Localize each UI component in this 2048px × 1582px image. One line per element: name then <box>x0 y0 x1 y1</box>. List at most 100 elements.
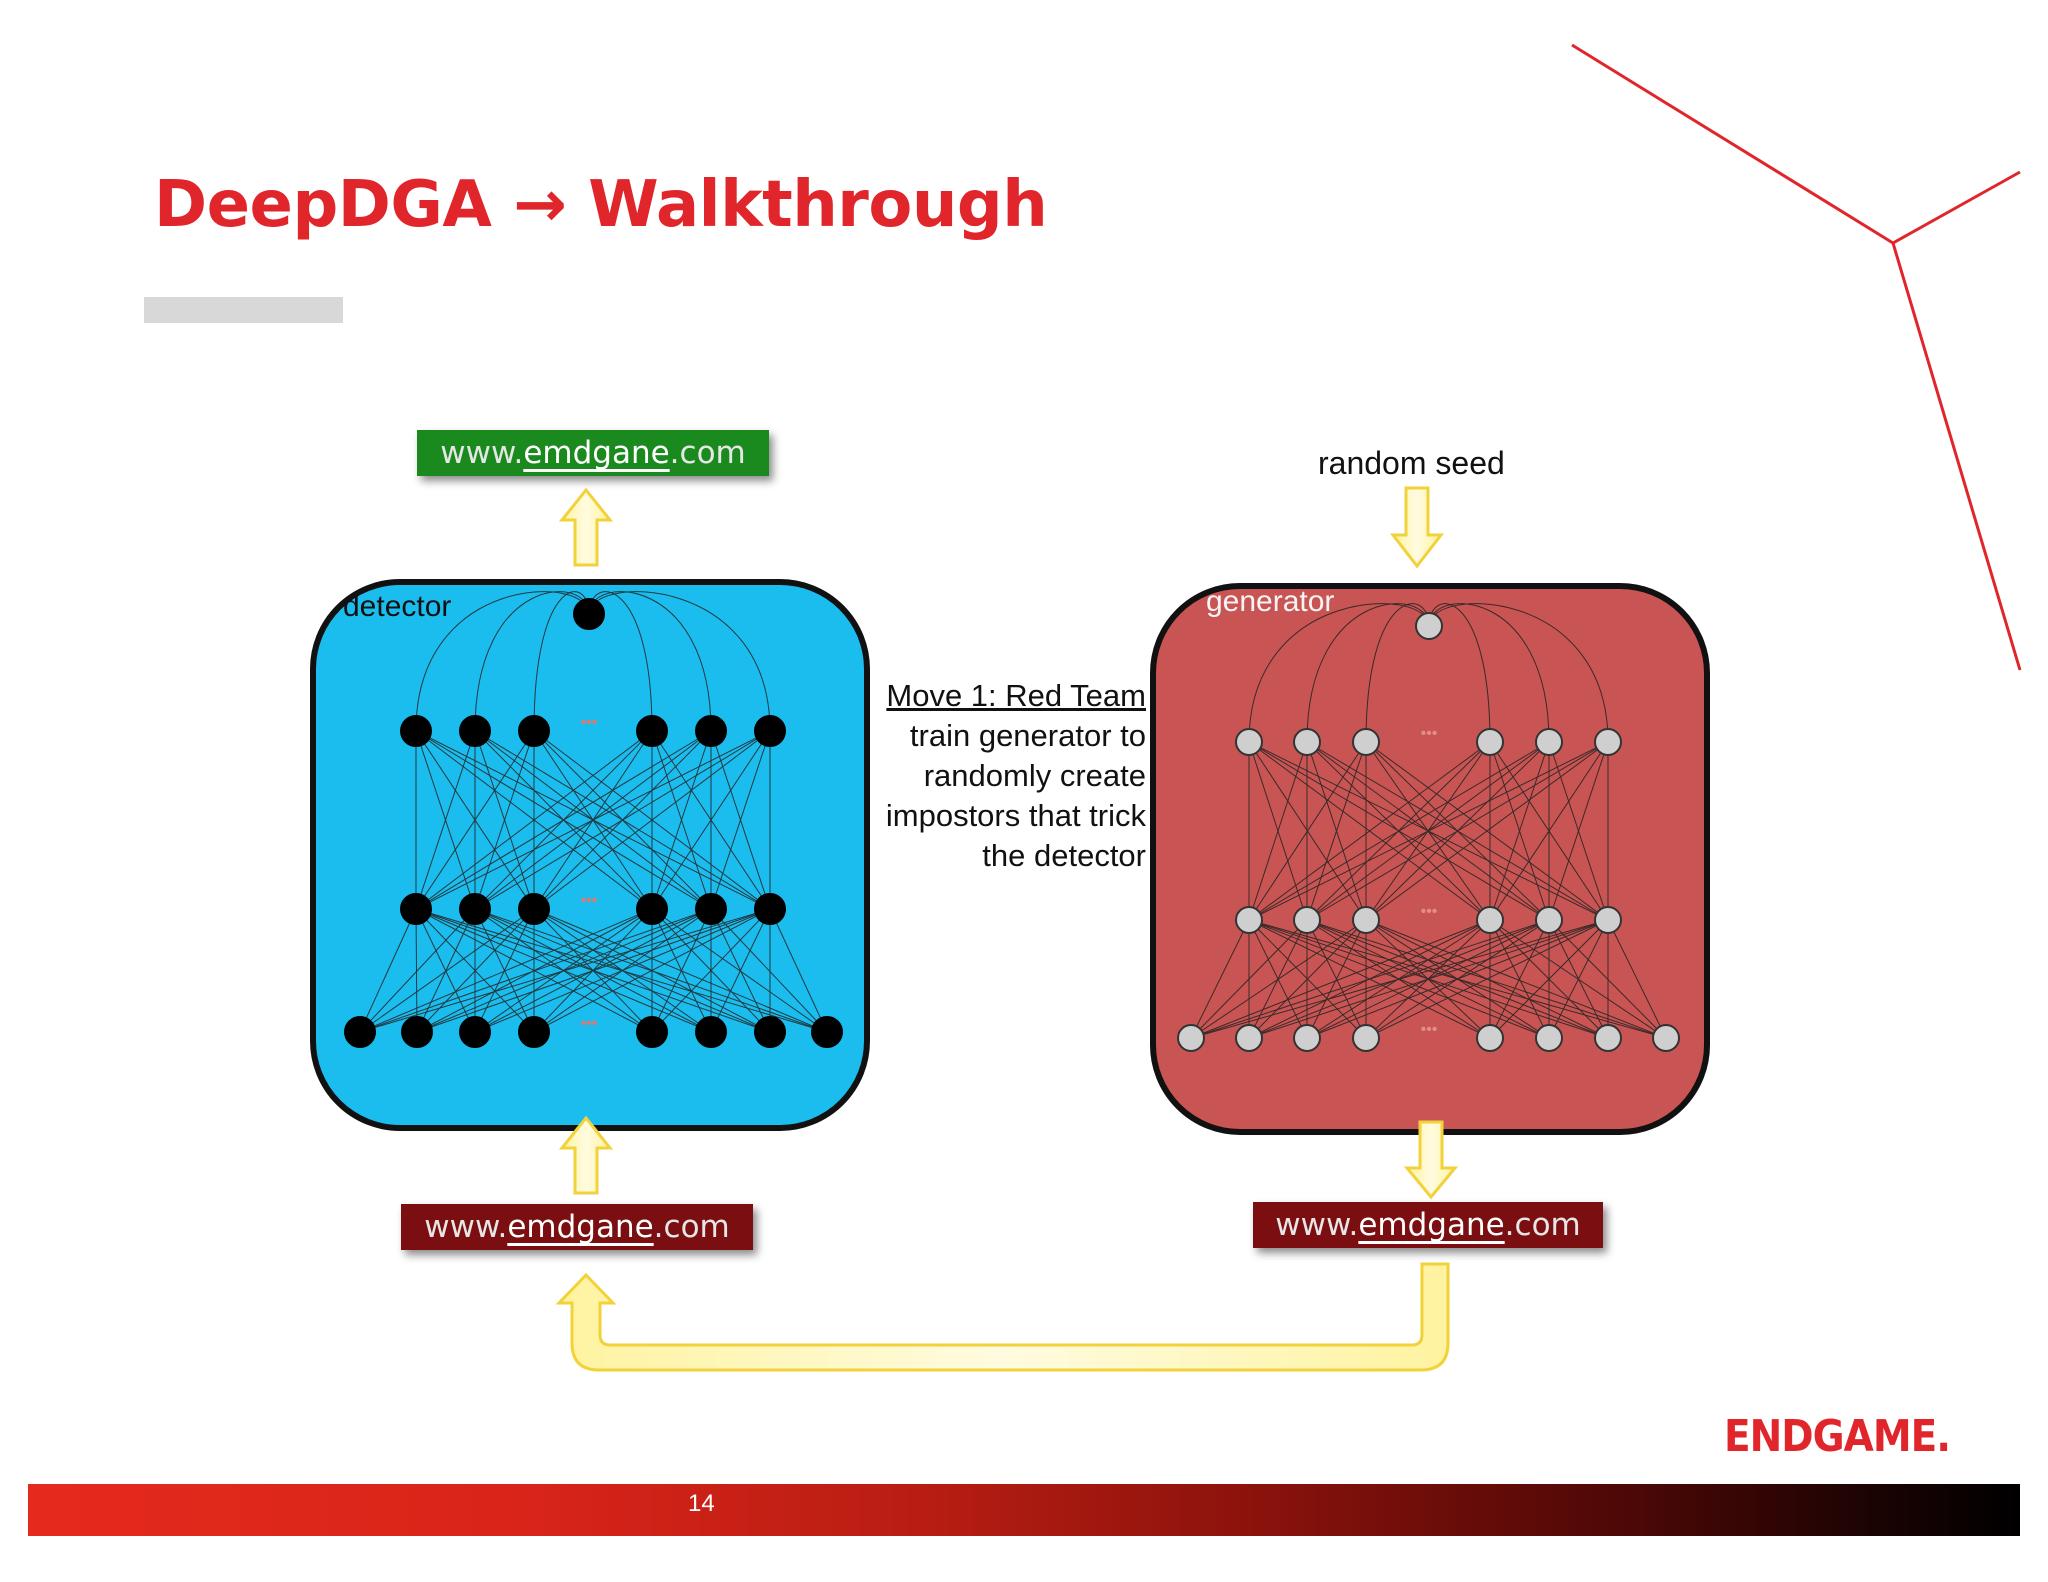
network-node <box>400 893 432 925</box>
network-node <box>636 893 668 925</box>
network-edge <box>359 908 417 1033</box>
network-node <box>1235 1024 1263 1052</box>
network-edge <box>651 908 828 1033</box>
network-node <box>1476 728 1504 756</box>
ellipsis-marker: ••• <box>581 714 598 731</box>
domain-suffix: .com <box>1504 1207 1581 1243</box>
network-node <box>1476 906 1504 934</box>
network-edge <box>1489 919 1609 1039</box>
network-edge <box>1548 919 1609 1039</box>
network-edge <box>416 908 771 1033</box>
network-edge <box>1248 741 1491 921</box>
network-nodes <box>344 598 843 1048</box>
network-edge <box>1306 919 1367 1039</box>
network-edge <box>1428 603 1609 743</box>
domain-prefix: www. <box>1275 1207 1359 1243</box>
network-edge <box>359 908 771 1033</box>
network-edge <box>1365 741 1609 921</box>
network-edge <box>1306 919 1609 1039</box>
endgame-logo: ENDGAME. <box>1724 1412 1951 1463</box>
network-node <box>1352 906 1380 934</box>
generator-network-graph: ••••••••• <box>1177 603 1680 1052</box>
network-node <box>344 1016 376 1048</box>
network-node <box>1352 728 1380 756</box>
network-edge <box>1190 919 1609 1039</box>
ellipsis-marker: ••• <box>581 892 598 909</box>
network-edge <box>474 730 535 910</box>
network-node <box>754 715 786 747</box>
network-edge <box>1248 741 1609 921</box>
network-node <box>1594 728 1622 756</box>
network-edge <box>651 908 771 1033</box>
network-edge <box>1248 741 1308 921</box>
network-edge <box>1489 741 1550 921</box>
network-edge <box>533 908 828 1033</box>
network-edge <box>415 908 418 1033</box>
network-node <box>695 1016 727 1048</box>
network-node <box>1535 728 1563 756</box>
network-node <box>754 1016 786 1048</box>
network-edge <box>1248 603 1430 743</box>
network-node <box>1352 1024 1380 1052</box>
network-edge <box>1190 919 1308 1039</box>
domain-name: emdgane <box>507 1209 654 1245</box>
network-node <box>1535 906 1563 934</box>
network-edge <box>415 730 653 910</box>
network-node <box>636 715 668 747</box>
network-node <box>459 893 491 925</box>
network-edge <box>474 591 590 732</box>
network-node <box>1594 906 1622 934</box>
network-node <box>1293 728 1321 756</box>
network-edge <box>1607 919 1667 1039</box>
network-node <box>811 1016 843 1048</box>
network-edge <box>415 730 535 910</box>
network-node <box>1235 728 1263 756</box>
domain-name: emdgane <box>523 435 670 471</box>
detector-label: detector <box>343 590 452 623</box>
network-node <box>1535 1024 1563 1052</box>
move-line: the detector <box>982 838 1146 873</box>
network-edge <box>1248 919 1367 1039</box>
network-node <box>400 715 432 747</box>
detector-input-domain-label: www.emdgane.com <box>401 1204 753 1250</box>
network-edge <box>1190 919 1491 1039</box>
network-edges <box>1190 603 1667 1039</box>
network-edge <box>651 730 712 910</box>
network-edge <box>415 730 476 910</box>
network-edge <box>1190 919 1550 1039</box>
network-edge <box>359 908 653 1033</box>
network-node <box>1235 906 1263 934</box>
network-node <box>695 893 727 925</box>
network-node <box>1594 1024 1622 1052</box>
network-edge <box>359 908 476 1033</box>
generator-network-box: ••••••••• <box>1150 583 1710 1135</box>
network-edge <box>588 591 712 732</box>
network-edge <box>474 908 771 1033</box>
ellipsis-marker: ••• <box>1421 725 1438 742</box>
ellipsis-marker: ••• <box>581 1015 598 1032</box>
network-edge <box>359 908 535 1033</box>
network-edge <box>415 730 771 910</box>
move-line: randomly create <box>923 758 1146 793</box>
network-node <box>401 1016 433 1048</box>
network-edge <box>1190 919 1367 1039</box>
move-line: impostors that trick <box>885 798 1146 833</box>
random-seed-label: random seed <box>1318 445 1505 481</box>
move-description: Move 1: Red Team train generator to rand… <box>850 676 1146 876</box>
network-node <box>459 715 491 747</box>
network-edge <box>533 908 771 1033</box>
network-node <box>1293 906 1321 934</box>
network-edge <box>710 730 771 910</box>
network-edge <box>1548 741 1609 921</box>
title-underbar <box>144 297 343 323</box>
network-edge <box>1306 603 1430 743</box>
detector-network-graph: ••• ••• ••• <box>344 591 843 1048</box>
footer-bar <box>28 1484 2020 1536</box>
slide-title: DeepDGA → Walkthrough <box>154 168 1048 242</box>
network-edge <box>588 591 771 732</box>
arrow-to-output <box>558 487 614 567</box>
network-edge <box>710 908 771 1033</box>
network-node <box>518 715 550 747</box>
network-edges <box>359 591 828 1033</box>
network-node <box>1177 1024 1205 1052</box>
